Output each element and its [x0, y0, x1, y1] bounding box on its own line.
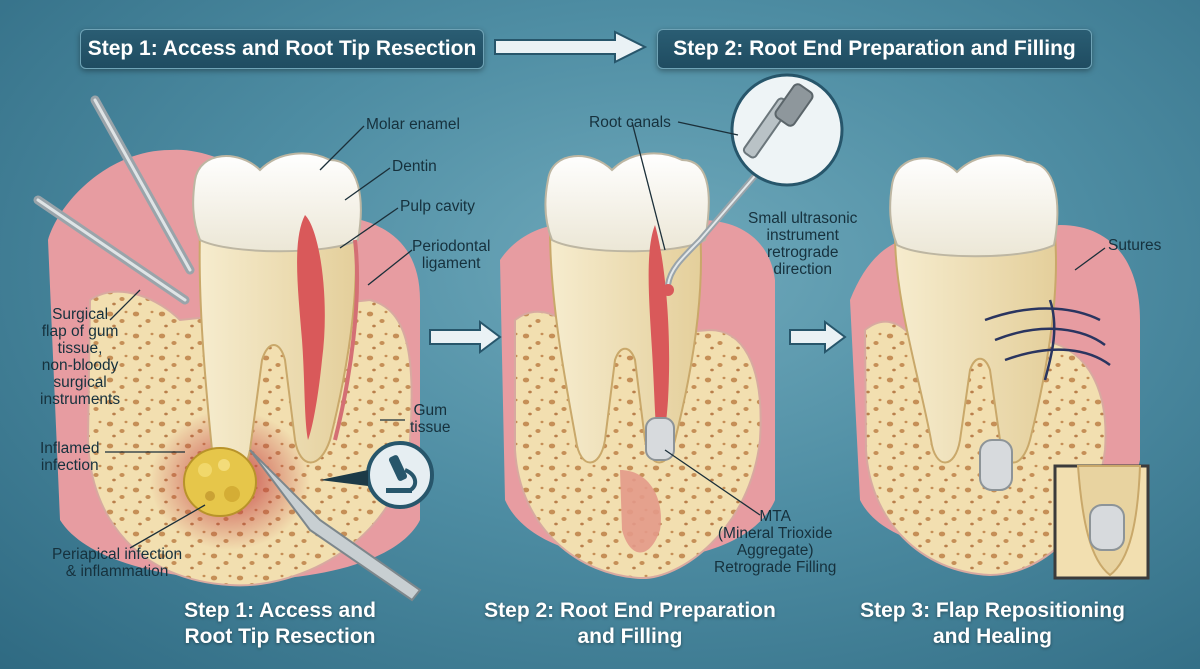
- label-root-canals: Root canals: [589, 114, 671, 131]
- label-inflamed-infection: Inflamed infection: [40, 440, 100, 474]
- label-ultrasonic-instrument: Small ultrasonic instrument retrograde d…: [748, 210, 858, 278]
- label-periodontal-ligament: Periodontal ligament: [412, 238, 491, 272]
- step-1-banner: Step 1: Access and Root Tip Resection: [80, 29, 484, 69]
- surgical-instrument-probe: [90, 95, 195, 275]
- suture-lines: [984, 299, 1111, 381]
- label-periapical-infection: Periapical infection & inflammation: [52, 546, 183, 580]
- label-pulp-cavity: Pulp cavity: [400, 198, 475, 215]
- pulp-cavity-1: [297, 215, 325, 440]
- label-molar-enamel: Molar enamel: [366, 116, 460, 133]
- healed-root-filling: [979, 439, 1013, 491]
- periodontal-ligament-1: [333, 239, 360, 441]
- inset-magnifier-icon: [1053, 464, 1150, 580]
- leader-lines: [105, 121, 1106, 549]
- root-canal-2: [648, 225, 670, 455]
- ultrasonic-instrument: [662, 97, 803, 296]
- caption-step-1: Step 1: Access and Root Tip Resection: [184, 599, 376, 648]
- infection-blob: [183, 447, 257, 517]
- caption-step-2: Step 2: Root End Preparation and Filling: [484, 599, 776, 648]
- magnifier-icon: [730, 73, 844, 187]
- label-surgical-flap: Surgical flap of gum tissue, non-bloody …: [40, 306, 121, 408]
- surgical-instrument-retractor: [33, 195, 190, 305]
- right-arrow-icon: [429, 320, 502, 354]
- microscope-icon: [320, 441, 434, 509]
- surgical-instrument-scalpel: [249, 449, 422, 602]
- label-dentin: Dentin: [392, 158, 437, 175]
- tooth-3-root: [893, 234, 1057, 464]
- label-gum-tissue: Gum tissue: [410, 402, 451, 436]
- label-sutures: Sutures: [1108, 237, 1162, 254]
- mta-filling: [645, 417, 675, 461]
- label-mta: MTA (Mineral Trioxide Aggregate) Retrogr…: [714, 508, 837, 576]
- tooth-3-crown: [889, 154, 1059, 258]
- caption-step-3: Step 3: Flap Repositioning and Healing: [860, 599, 1125, 648]
- right-arrow-icon: [789, 320, 847, 354]
- tooth-2-crown: [544, 152, 710, 253]
- panel-step-3: [850, 154, 1150, 580]
- right-arrow-icon: [494, 30, 648, 64]
- step-2-banner: Step 2: Root End Preparation and Filling: [657, 29, 1092, 69]
- panel-step-2: [500, 73, 844, 580]
- tooth-1-crown: [192, 152, 362, 253]
- root-end-lesion: [620, 470, 661, 553]
- panel-step-1: [33, 95, 434, 602]
